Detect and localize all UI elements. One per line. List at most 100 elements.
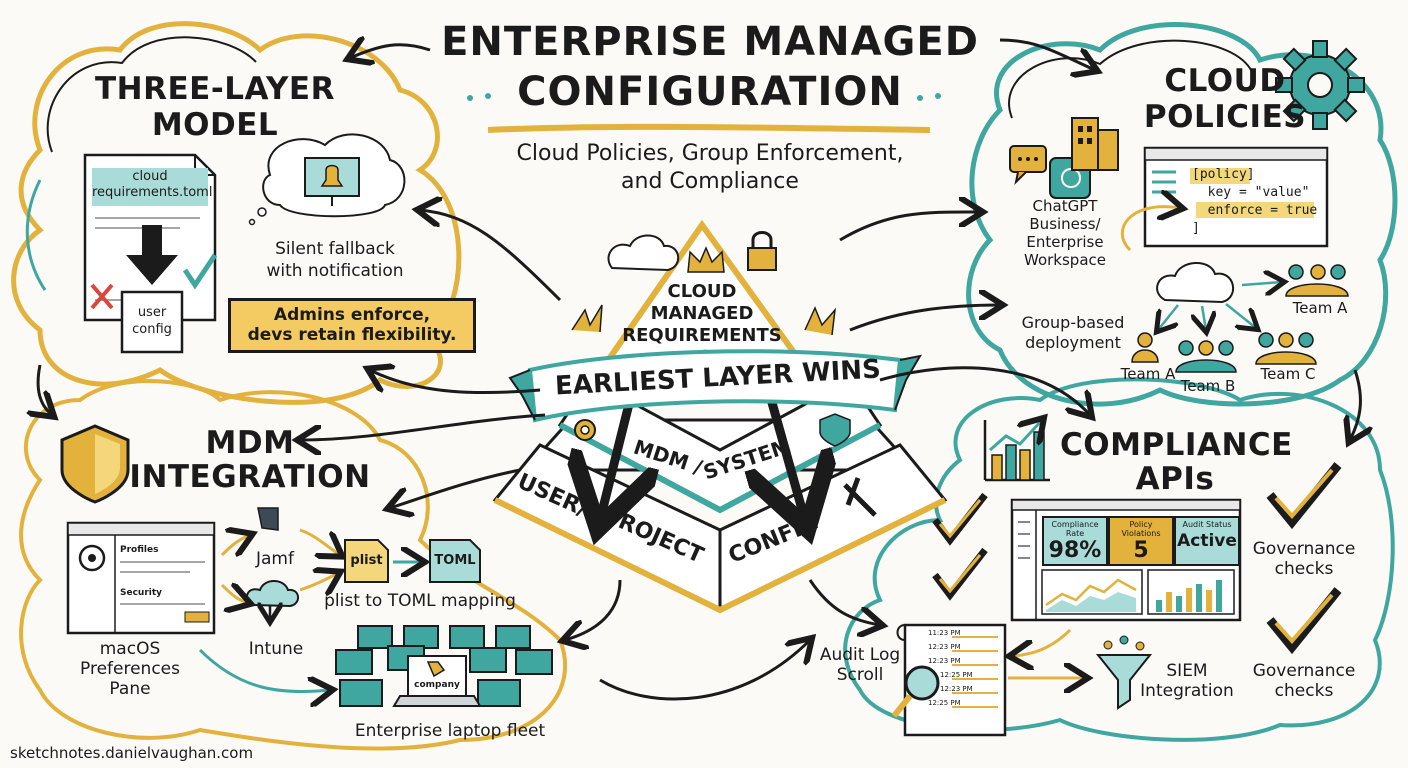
pane-security-label: Security: [120, 588, 163, 598]
pane-caption-3: Pane: [109, 679, 151, 699]
metric-value: 5: [1133, 538, 1149, 563]
arrow-dashboard-to-audit: [1012, 628, 1072, 656]
arrow-pyramid-to-mapping: [390, 468, 521, 508]
metric-audit-status: Audit Status Active: [1174, 516, 1240, 566]
arrow-pane-to-fleet: [198, 648, 330, 692]
arrow-pane-to-intune: [220, 585, 248, 603]
office-building-icon: [1071, 117, 1119, 171]
settings-gear-icon: [78, 544, 106, 572]
cloud-policies-title-2: POLICIES: [1143, 99, 1307, 135]
arrow-title-to-cloud-policies: [999, 38, 1095, 70]
cloud-policies-cloud: [966, 22, 1398, 407]
spark-right-icon: [804, 306, 837, 336]
cloud-icon: [607, 234, 679, 272]
lock-icon: [747, 231, 777, 271]
arrow-pyramid-to-mdm: [300, 413, 546, 440]
arrow-pyramid-to-compliance: [879, 366, 1090, 415]
metric-label: Policy Violations: [1121, 520, 1161, 538]
subtitle-line-2: and Compliance: [621, 169, 799, 194]
arrow-jamf-to-plist: [299, 528, 340, 555]
mdm-title-1: MDM: [205, 425, 295, 461]
intune-cloud-icon: [245, 580, 299, 608]
metric-value: Active: [1177, 531, 1237, 551]
policy-code-line-3: enforce = true: [1192, 203, 1318, 218]
policy-code-line-2: key = "value": [1192, 185, 1310, 200]
team-a-people-icon: [1285, 264, 1349, 297]
arrow-pyramid-to-three-layer-banner: [370, 370, 541, 395]
arrow-title-to-three-layer: [350, 45, 431, 58]
three-layer-title-1: THREE-LAYER: [95, 71, 335, 107]
pane-caption-1: macOS: [99, 639, 161, 659]
intune-label: Intune: [248, 639, 304, 659]
wrench-icon: [843, 477, 877, 517]
audit-time: 12:23 PM: [928, 657, 961, 665]
pyramid-gear-icon: [574, 419, 596, 441]
metric-policy-violations: Policy Violations 5: [1108, 516, 1174, 566]
audit-time: 11:23 PM: [928, 629, 961, 637]
governance-1-line-2: checks: [1274, 559, 1334, 579]
group-deploy-line-2: deployment: [1025, 333, 1121, 352]
pane-caption-2: Preferences: [80, 659, 180, 679]
crown-icon: [687, 246, 725, 273]
jamf-label: Jamf: [256, 549, 294, 569]
metric-compliance-rate: Compliance Rate 98%: [1042, 516, 1108, 566]
toml-label: TOML: [434, 553, 476, 568]
pyramid-top-line-2: MANAGED: [650, 303, 754, 324]
fallback-label-1: Silent fallback: [275, 239, 395, 259]
magnifier-icon: [891, 665, 940, 718]
doc-label-1: cloud: [132, 169, 168, 184]
user-config-label-2: config: [132, 322, 172, 337]
governance-1-line-1: Governance: [1252, 539, 1356, 559]
team-label: Team B: [1180, 377, 1236, 395]
arrow-pyramid-to-audit: [808, 579, 880, 625]
arrow-pane-to-jamf: [220, 535, 250, 555]
arrow-intune-to-plist: [299, 573, 338, 590]
audit-time: 12:25 PM: [928, 699, 961, 707]
governance-2-line-1: Governance: [1252, 661, 1356, 681]
governance-check-1-icon: [1266, 462, 1342, 530]
arrow-fleet-to-audit: [599, 640, 810, 701]
team-label: Team C: [1260, 365, 1316, 383]
policy-code-line-1: [policy]: [1192, 167, 1255, 182]
toml-file-icon: [429, 539, 481, 583]
plist-file-icon: [344, 539, 389, 583]
fallback-label-2: with notification: [266, 261, 404, 281]
siem-funnel-icon: [1095, 635, 1153, 710]
pyramid-shield-icon: [819, 413, 851, 447]
compliance-title-1: COMPLIANCE: [1060, 427, 1293, 463]
team-b-people-icon: [1175, 340, 1237, 373]
admins-banner-line-2: devs retain flexibility.: [247, 325, 457, 346]
arrow-pyramid-to-fleet: [565, 579, 622, 640]
siem-line-1: SIEM: [1166, 661, 1208, 681]
title-line-2: CONFIGURATION: [517, 69, 903, 115]
workspace-line-2: Business/: [1029, 215, 1101, 233]
team-label: Team A: [1120, 365, 1176, 383]
arrow-pyramid-to-cloud-policies: [839, 212, 980, 242]
company-label: company: [414, 680, 460, 690]
arrow-cloud-to-three-layer: [25, 179, 47, 291]
audit-time: 12:23 PM: [928, 643, 961, 651]
doc-label-2: requirements.toml: [92, 185, 213, 200]
fleet-label: Enterprise laptop fleet: [354, 721, 546, 741]
metric-label: Compliance Rate: [1051, 520, 1099, 538]
governance-check-2-icon: [1266, 587, 1342, 655]
audit-log-line-2: Scroll: [836, 665, 884, 685]
admins-banner: Admins enforce, devs retain flexibility.: [228, 298, 476, 353]
compliance-cloud: [843, 377, 1395, 742]
gear-icon: [1275, 40, 1365, 130]
audit-log-line-1: Audit Log: [819, 645, 901, 665]
footer-url: sketchnotes.danielvaughan.com: [10, 744, 254, 762]
company-logo-icon: [426, 661, 446, 678]
arrow-cloud-policies-to-compliance: [1350, 369, 1360, 440]
metric-label: Audit Status: [1182, 520, 1232, 529]
chat-bubble-icon: [1009, 145, 1047, 186]
audit-time: 12:23 PM: [940, 685, 973, 693]
x-mark-icon: [90, 283, 114, 310]
title-underline: [487, 123, 931, 133]
subtitle-line-1: Cloud Policies, Group Enforcement,: [516, 141, 904, 166]
governance-2-line-2: checks: [1274, 681, 1334, 701]
jamf-logo-icon: [257, 507, 279, 531]
workspace-line-3: Enterprise: [1026, 233, 1104, 251]
workspace-line-1: ChatGPT: [1032, 197, 1098, 215]
arrow-workspace-to-policy: [1120, 207, 1180, 252]
